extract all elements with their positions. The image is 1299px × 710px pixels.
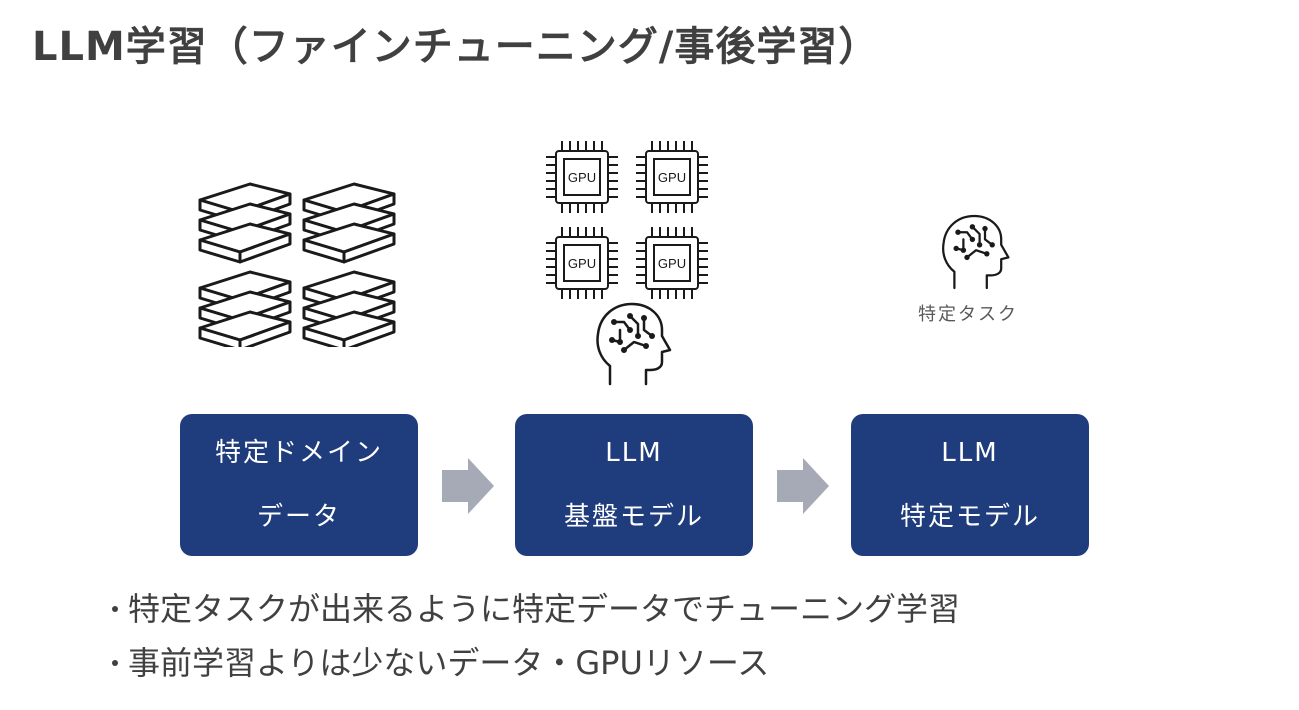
bullet-item: 特定タスクが出来るように特定データでチューニング学習 xyxy=(112,582,960,636)
bullet-text: 事前学習よりは少ないデータ・GPUリソース xyxy=(128,644,770,682)
gpu-chip-4: GPU xyxy=(635,226,709,300)
gpu-chip-label: GPU xyxy=(568,256,596,271)
bullet-item: 事前学習よりは少ないデータ・GPUリソース xyxy=(112,636,960,690)
box-line-1: 特定ドメイン xyxy=(214,438,383,468)
box-line-2: 特定モデル xyxy=(899,502,1040,532)
gpu-chip-label: GPU xyxy=(658,256,686,271)
page-title: LLM学習（ファインチューニング/事後学習） xyxy=(32,24,880,70)
bullet-list: 特定タスクが出来るように特定データでチューニング学習 事前学習よりは少ないデータ… xyxy=(112,582,960,690)
box-line-2: 基盤モデル xyxy=(563,502,704,532)
arrow-right-icon xyxy=(777,458,829,514)
gpu-chip-label: GPU xyxy=(568,170,596,185)
base-model-box: LLM 基盤モデル xyxy=(515,414,753,556)
task-caption: 特定タスク xyxy=(918,304,1018,325)
gpu-chip-label: GPU xyxy=(658,170,686,185)
box-line-1: LLM xyxy=(941,438,999,468)
ai-head-icon xyxy=(942,214,1010,290)
gpu-chip-2: GPU xyxy=(635,140,709,214)
ai-head-icon xyxy=(596,302,672,386)
box-line-2: データ xyxy=(256,502,341,532)
gpu-chip-3: GPU xyxy=(545,226,619,300)
bullet-dot xyxy=(112,660,118,666)
gpu-chip-1: GPU xyxy=(545,140,619,214)
arrow-right-icon xyxy=(442,458,494,514)
domain-data-box: 特定ドメイン データ xyxy=(180,414,418,556)
bullet-text: 特定タスクが出来るように特定データでチューニング学習 xyxy=(128,590,961,628)
box-line-1: LLM xyxy=(605,438,663,468)
books-icon xyxy=(190,172,400,347)
specific-model-box: LLM 特定モデル xyxy=(851,414,1089,556)
gpu-chips-icon: GPU GPU GPU GPU xyxy=(545,140,709,300)
bullet-dot xyxy=(112,606,118,612)
